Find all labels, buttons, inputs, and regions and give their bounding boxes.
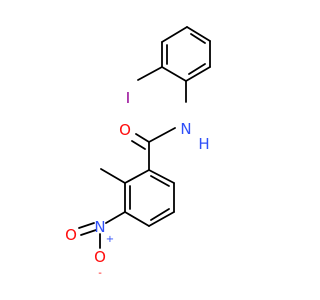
bond xyxy=(131,140,146,150)
nitro-oxygen-single-label: O xyxy=(94,248,106,266)
bond xyxy=(124,169,150,184)
amide-hydrogen-label: H xyxy=(198,135,209,153)
bond xyxy=(150,175,170,187)
nitro-nitrogen-charge: + xyxy=(106,234,114,245)
iodine-atom-label: I xyxy=(126,89,130,107)
nitro-nitrogen-label: N xyxy=(94,218,105,236)
nitro-oxygen-double-label: O xyxy=(65,226,77,244)
atom-labels: I N H O N + O O - xyxy=(65,89,210,279)
bond xyxy=(148,211,175,227)
bond xyxy=(148,169,175,184)
bond xyxy=(188,63,206,75)
bond xyxy=(186,26,211,42)
bond xyxy=(78,222,95,229)
bond xyxy=(161,66,187,82)
bond xyxy=(150,208,170,221)
bond xyxy=(105,211,126,224)
nitro-oxygen-charge: - xyxy=(98,268,102,279)
bond xyxy=(190,33,206,44)
bond xyxy=(80,229,97,236)
amide-nitrogen-label: N xyxy=(180,120,191,138)
bond xyxy=(135,133,150,143)
bond xyxy=(100,168,126,184)
bonds xyxy=(78,26,211,249)
bond xyxy=(124,211,150,227)
bond xyxy=(161,26,188,43)
bond xyxy=(137,66,163,81)
carbonyl-oxygen-label: O xyxy=(119,121,131,139)
bond xyxy=(148,127,176,143)
bond xyxy=(185,66,211,82)
molecule-diagram: I N H O N + O O - xyxy=(65,26,211,279)
